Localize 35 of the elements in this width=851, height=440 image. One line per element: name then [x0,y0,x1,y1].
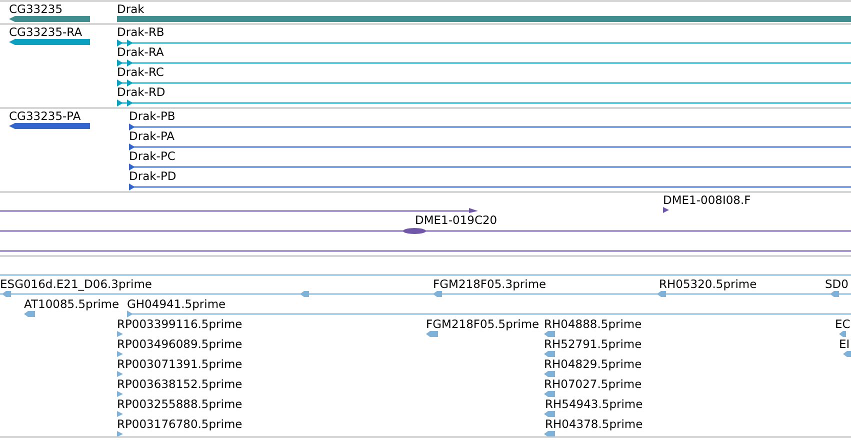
feature-label: DME1-019C20 [415,213,498,227]
feature-label: Drak-RA [117,45,164,59]
feature-label: RH04829.5prime [544,357,642,371]
feature-label: CG33235-PA [9,109,81,123]
feature-label: Drak-PB [129,109,176,123]
feature-label: CG33235-RA [9,25,82,39]
feature-label: EI [839,337,850,351]
feature-label: FGM218F05.3prime [433,277,546,291]
feature-label: EC [835,317,850,331]
feature-label: RP003399116.5prime [117,317,242,331]
feature-label: RH07027.5prime [544,377,642,391]
feature-label: Drak-PA [129,129,175,143]
feature-label: RP003496089.5prime [117,337,242,351]
feature-label: Drak-RB [117,25,164,39]
feature-label: RH04378.5prime [545,417,643,431]
feature-label: RP003176780.5prime [117,417,242,431]
feature-label: Drak-RC [117,65,164,79]
feature-label: ESG016d.E21_D06.3prime [0,277,152,291]
feature-label: AT10085.5prime [24,297,120,311]
feature-label: RP003071391.5prime [117,357,242,371]
feature-label: RH04888.5prime [544,317,642,331]
feature-label: CG33235 [9,2,63,16]
feature-label: RH05320.5prime [659,277,757,291]
feature-label: Drak-RD [117,85,166,99]
feature-label: RH54943.5prime [545,397,643,411]
feature-label: Drak-PC [129,149,176,163]
feature-label: Drak-PD [129,169,176,183]
feature-label: RP003255888.5prime [117,397,242,411]
feature-label: GH04941.5prime [127,297,226,311]
feature-label: Drak [117,2,144,16]
feature-label: RH52791.5prime [544,337,642,351]
feature-label: DME1-008I08.F [663,193,751,207]
feature-label: SD0 [825,277,848,291]
feature-label: RP003638152.5prime [117,377,242,391]
feature-label: FGM218F05.5prime [426,317,540,331]
